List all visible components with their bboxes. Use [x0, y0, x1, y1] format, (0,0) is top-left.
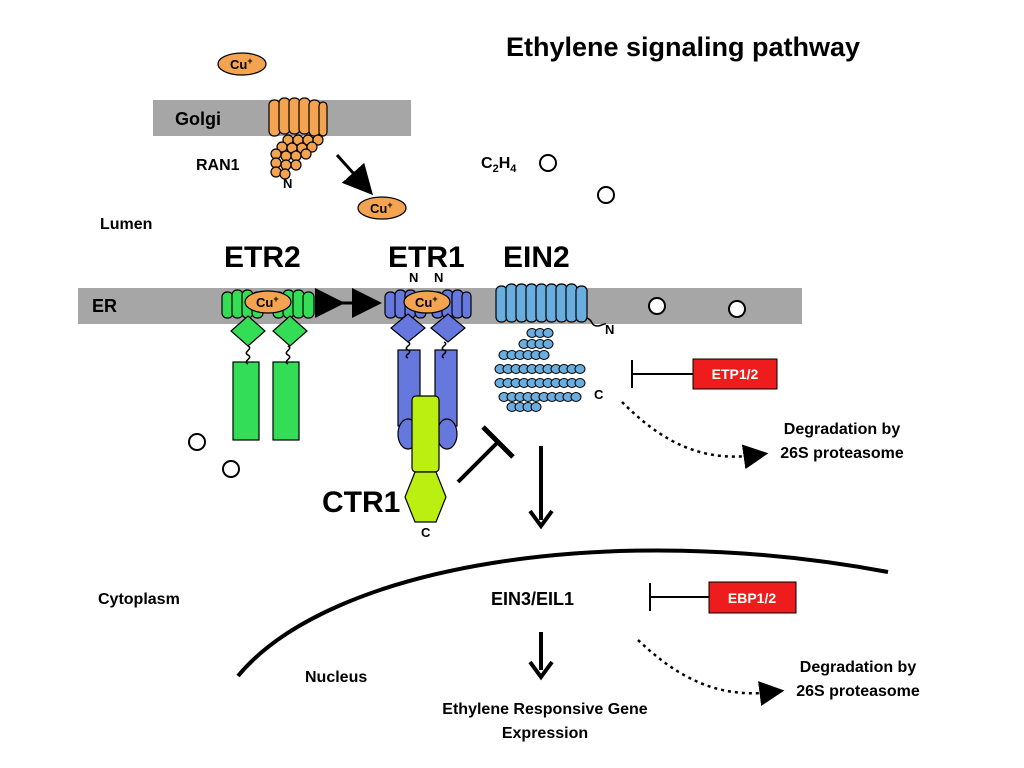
ein2-coil-bead: [542, 339, 554, 349]
copper-ion-label: Cu: [370, 201, 387, 216]
ethylene-molecule: [222, 460, 240, 478]
ein2-coil-bead: [574, 364, 586, 374]
lumen-label: Lumen: [100, 216, 152, 233]
svg-text:Cu+: Cu+: [415, 294, 438, 310]
ctr1-c-terminus: C: [421, 525, 431, 540]
gene-expression-text-1: Ethylene Responsive Gene: [442, 701, 648, 718]
ctr1-inhibition-line: [456, 440, 500, 484]
ctr1-inhibition-bar: [481, 425, 515, 459]
ein3-degradation-arrow: [637, 639, 785, 706]
ein2-coil-bead: [570, 392, 582, 402]
ein3-to-genes-arrowhead: [528, 660, 554, 681]
ein2-degradation-arrow: [621, 401, 769, 470]
degradation-text-1: Degradation by: [784, 421, 901, 438]
etr1-label: ETR1: [388, 241, 465, 274]
ein2-protein: [494, 283, 607, 412]
ctr1-label: CTR1: [322, 486, 400, 519]
ctr1-kinase: [404, 395, 447, 523]
ein2-n-terminus: N: [605, 322, 614, 337]
copper-charge: +: [387, 200, 392, 210]
ein2-coil-bead: [542, 328, 554, 338]
ethylene-label: C2H4: [481, 155, 517, 175]
ein3-label: EIN3/EIL1: [491, 589, 574, 609]
ebp-box: [708, 581, 797, 614]
ethylene-molecules: [188, 154, 746, 478]
ebp-label: EBP1/2: [728, 590, 776, 606]
copper-ion-label: Cu: [415, 295, 432, 310]
etr2-receptor: Cu+: [221, 289, 315, 441]
etr1-n-terminus: N: [409, 270, 418, 285]
svg-text:Cu+: Cu+: [256, 294, 279, 310]
ein2-coil-bead: [538, 350, 550, 360]
copper-ion-label: Cu: [230, 57, 247, 72]
etp-box: [692, 358, 778, 390]
degradation-text-2: 26S proteasome: [780, 445, 904, 462]
nuclear-envelope: [236, 548, 889, 678]
ein2-label: EIN2: [503, 241, 570, 274]
ein2-coil-bead: [574, 378, 586, 388]
svg-text:Cu+: Cu+: [370, 200, 393, 216]
degradation-text-4: 26S proteasome: [796, 683, 920, 700]
copper-ion-label: Cu: [256, 295, 273, 310]
ran1-label: RAN1: [196, 157, 240, 174]
ethylene-molecule: [597, 186, 615, 204]
golgi-label: Golgi: [175, 109, 221, 129]
ethylene-molecule: [539, 154, 557, 172]
ein2-c-terminus: C: [594, 387, 604, 402]
ethylene-molecule: [648, 297, 666, 315]
nucleus-label: Nucleus: [305, 669, 367, 686]
etr1-n-terminus: N: [434, 270, 443, 285]
copper-delivery-arrow: [335, 153, 374, 196]
copper-charge: +: [432, 294, 437, 304]
etr2-label: ETR2: [224, 241, 301, 274]
degradation-text-3: Degradation by: [800, 659, 917, 676]
ein2-to-ein3-arrowhead: [528, 509, 554, 530]
ein2-coil-bead: [530, 402, 542, 412]
ethylene-molecule: [188, 433, 206, 451]
ran1-transporter: [268, 97, 328, 180]
copper-charge: +: [273, 294, 278, 304]
er-label: ER: [92, 296, 117, 316]
copper-ion-golgi: Cu+: [217, 52, 267, 76]
etp-label: ETP1/2: [712, 366, 759, 382]
copper-ion-free: Cu+: [357, 196, 407, 220]
ethylene-molecule: [728, 300, 746, 318]
ran1-n-terminus: N: [283, 176, 292, 191]
diagram-title: Ethylene signaling pathway: [506, 32, 860, 62]
gene-expression-text-2: Expression: [502, 725, 588, 742]
copper-charge: +: [247, 56, 252, 66]
svg-text:Cu+: Cu+: [230, 56, 253, 72]
cytoplasm-label: Cytoplasm: [98, 591, 180, 608]
